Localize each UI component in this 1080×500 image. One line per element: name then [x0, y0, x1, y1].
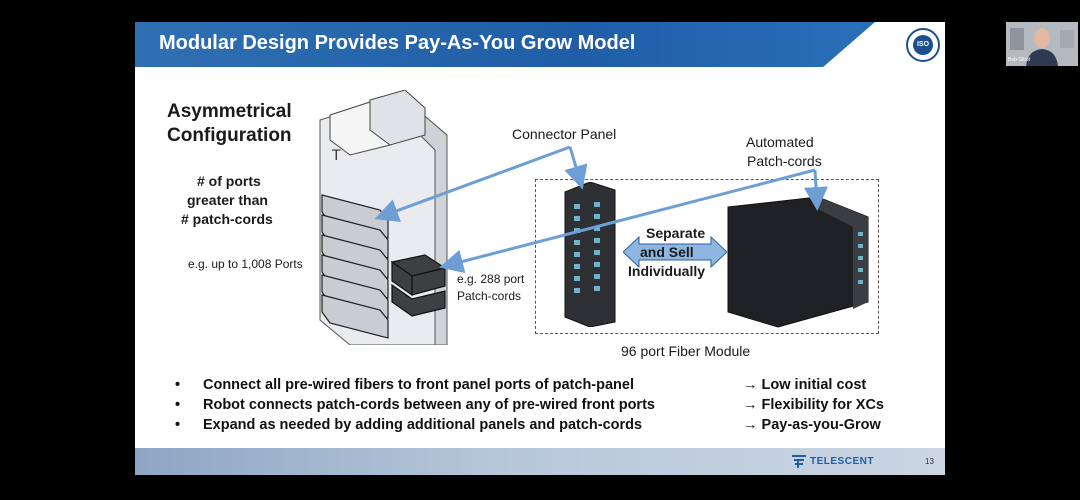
bullet-outcome: → Low initial cost: [743, 377, 866, 393]
arrow-icon: [380, 147, 570, 217]
arrow-icon: [445, 170, 815, 266]
presentation-slide: Modular Design Provides Pay-As-You Grow …: [135, 22, 945, 475]
arrow-icon: [570, 147, 581, 184]
bullet-marker: •: [175, 397, 180, 413]
presenter-name: Bob Gibot: [1008, 57, 1030, 63]
bullet-text: Robot connects patch-cords between any o…: [203, 397, 655, 413]
bullet-outcome: → Pay-as-you-Grow: [743, 417, 881, 433]
page-number: 13: [925, 457, 934, 466]
telescent-logo-icon: [791, 453, 807, 469]
footer-brand: TELESCENT: [810, 456, 874, 467]
bullet-text: Connect all pre-wired fibers to front pa…: [203, 377, 634, 393]
bullet-marker: •: [175, 417, 180, 433]
module-caption: 96 port Fiber Module: [621, 342, 750, 361]
arrow-icon: [815, 170, 817, 205]
bullet-text: Expand as needed by adding additional pa…: [203, 417, 642, 433]
bullet-marker: •: [175, 377, 180, 393]
slide-footer: TELESCENT 13: [135, 448, 945, 475]
bullet-outcome: → Flexibility for XCs: [743, 397, 884, 413]
webcam-thumbnail[interactable]: Bob Gibot: [1006, 22, 1078, 66]
